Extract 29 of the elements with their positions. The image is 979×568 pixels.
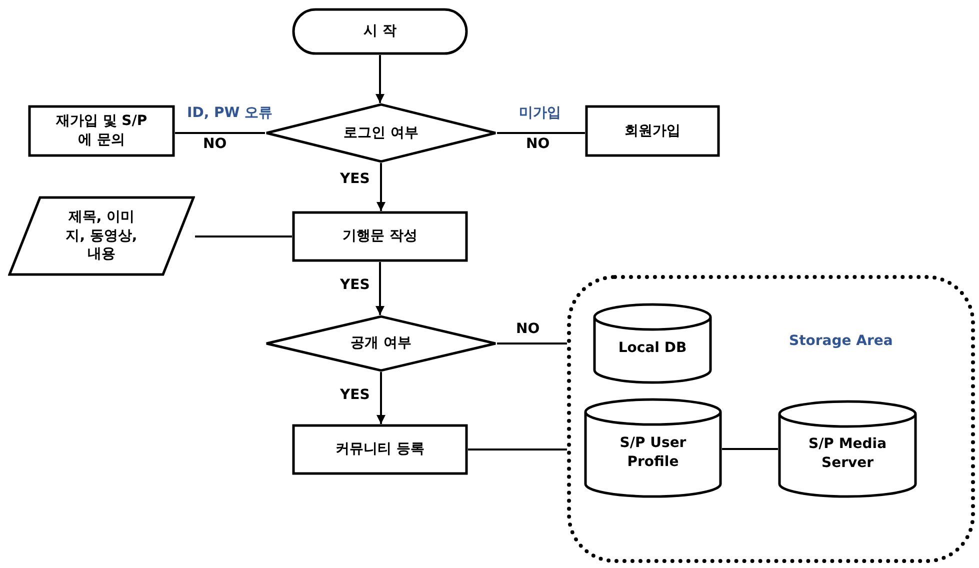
connector-line [195,236,292,238]
database-cylinder: S/P Media Server [778,400,917,498]
connector-line [376,55,384,103]
connector-line [468,448,567,450]
edge-label: NO [516,322,540,336]
group-title: Storage Area [789,332,893,351]
start-terminal: 시 작 [292,8,468,55]
connector-line [376,262,384,315]
condition-label: 미가입 [519,106,561,120]
decision-diamond: 공개 여부 [265,315,497,372]
connector-line [497,342,567,344]
edge-label: YES [340,172,370,186]
process-box: 재가입 및 S/P 에 문의 [28,105,175,157]
edge-label: NO [526,137,550,151]
database-cylinder: S/P User Profile [584,398,722,498]
edge-label: YES [340,278,370,292]
storage-area-group [567,275,975,563]
connector-line [722,448,778,450]
connector-line [376,372,386,424]
input-parallelogram: 제목, 이미지, 동영상, 내용 [8,196,195,276]
connector-line [175,132,265,134]
process-box: 커뮤니티 등록 [292,424,468,475]
connector-line [376,163,386,211]
connector-line [497,132,585,134]
edge-label: YES [340,388,370,402]
edge-label: NO [203,137,227,151]
database-cylinder: Local DB [593,303,712,384]
process-box: 기행문 작성 [292,211,468,262]
process-box: 회원가입 [585,105,720,157]
